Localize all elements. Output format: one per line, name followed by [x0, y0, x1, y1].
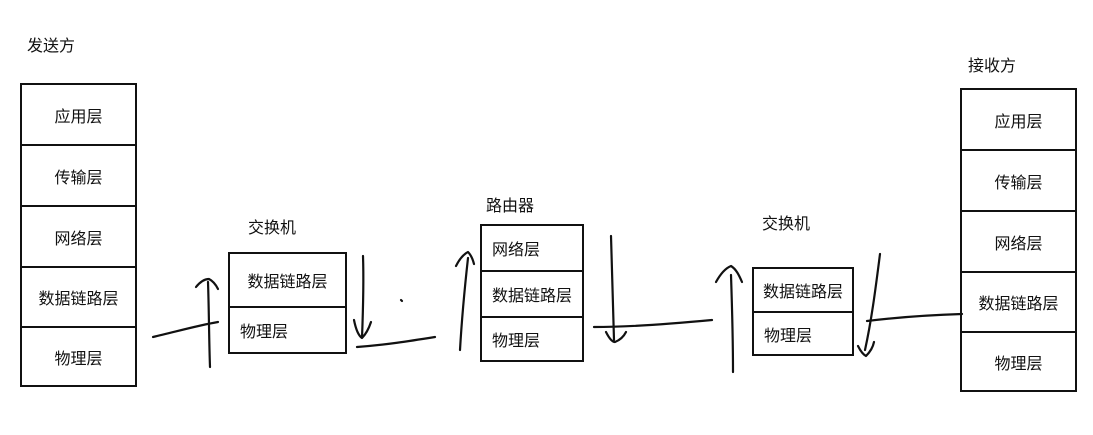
switch-left-data-link-layer: 数据链路层 — [230, 254, 345, 308]
down-arrow-out-of-router — [604, 234, 628, 344]
switch-right-stack: 数据链路层 物理层 — [752, 267, 854, 356]
switch-right-physical-layer: 物理层 — [764, 325, 813, 345]
switch-left-title: 交换机 — [248, 218, 297, 237]
link-switch-right-to-receiver — [865, 312, 964, 323]
router-title: 路由器 — [486, 196, 535, 215]
switch-right-title: 交换机 — [762, 214, 811, 233]
stray-dot — [399, 298, 404, 303]
receiver-physical-layer: 物理层 — [994, 353, 1043, 373]
switch-left-stack: 数据链路层 物理层 — [228, 252, 347, 354]
sender-network-layer: 网络层 — [22, 207, 135, 268]
receiver-application-layer: 应用层 — [962, 90, 1075, 151]
router-physical-layer: 物理层 — [492, 331, 541, 350]
receiver-stack: 应用层 传输层 网络层 数据链路层 物理层 — [960, 88, 1077, 392]
router-network-layer: 网络层 — [482, 226, 582, 272]
sender-physical-layer: 物理层 — [54, 348, 103, 368]
receiver-title: 接收方 — [968, 56, 1017, 75]
sender-data-link-layer: 数据链路层 — [22, 268, 135, 328]
sender-title: 发送方 — [27, 36, 76, 55]
down-arrow-out-of-switch-right — [856, 252, 882, 358]
sender-application-layer: 应用层 — [22, 85, 135, 146]
sender-transport-layer: 传输层 — [22, 146, 135, 207]
router-data-link-layer: 数据链路层 — [482, 272, 582, 318]
switch-right-data-link-layer: 数据链路层 — [754, 269, 852, 313]
receiver-transport-layer: 传输层 — [962, 151, 1075, 212]
up-arrow-into-router — [454, 250, 476, 352]
down-arrow-out-of-switch-left — [352, 254, 373, 340]
up-arrow-into-switch-right — [714, 264, 744, 374]
up-arrow-into-switch-left — [194, 277, 220, 369]
link-router-to-switch-right — [592, 318, 714, 329]
router-stack: 网络层 数据链路层 物理层 — [480, 224, 584, 362]
receiver-data-link-layer: 数据链路层 — [962, 273, 1075, 333]
sender-stack: 应用层 传输层 网络层 数据链路层 物理层 — [20, 83, 137, 387]
receiver-network-layer: 网络层 — [962, 212, 1075, 273]
link-sender-to-switch-left — [151, 320, 220, 339]
switch-left-physical-layer: 物理层 — [240, 322, 289, 341]
link-switch-left-to-router — [355, 335, 437, 349]
